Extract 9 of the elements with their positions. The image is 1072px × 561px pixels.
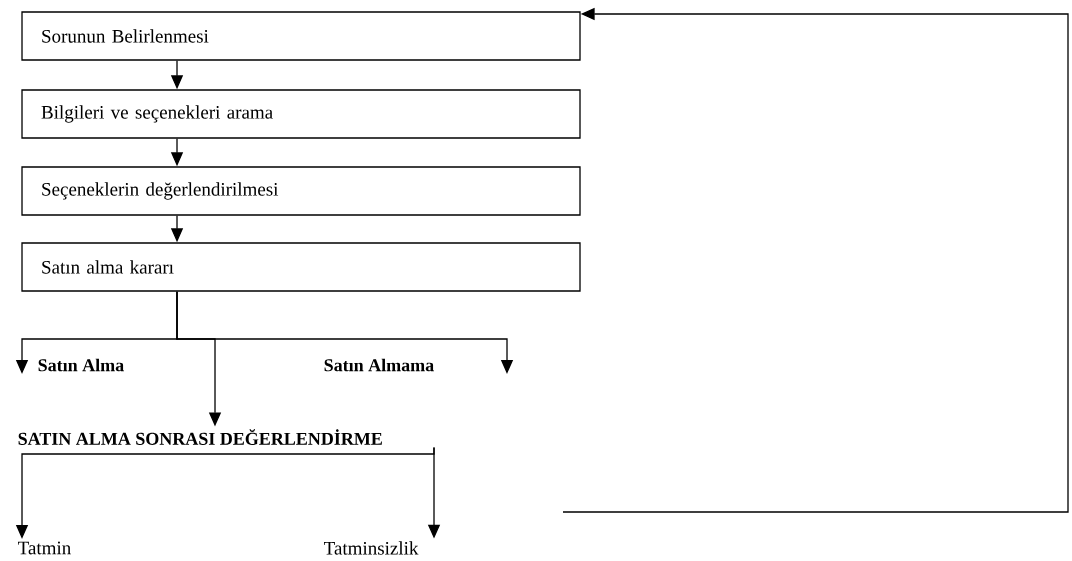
outcome-label: Satın Alma (38, 358, 124, 372)
process-box: Sorunun Belirlenmesi (21, 11, 581, 61)
outcome-label: Tatminsizlik (324, 541, 419, 555)
process-box: Satın alma kararı (21, 242, 581, 292)
process-box: Seçeneklerin değerlendirilmesi (21, 166, 581, 216)
section-heading: SATIN ALMA SONRASI DEĞERLENDİRME (18, 429, 382, 445)
outcome-label: Tatmin (18, 541, 71, 555)
outcome-label: Satın Almama (324, 358, 434, 372)
process-box: Bilgileri ve seçenekleri arama (21, 89, 581, 139)
